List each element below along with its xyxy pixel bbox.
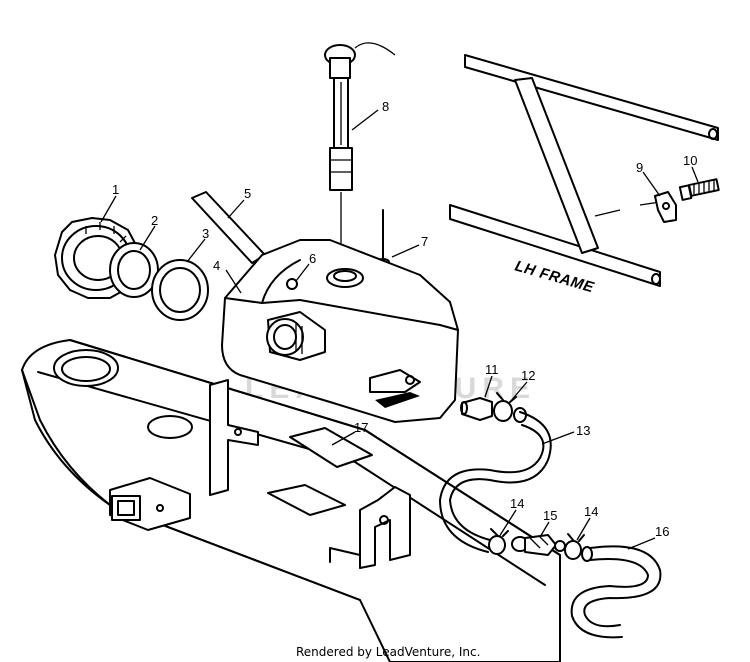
lh-frame-label: LH FRAME [513,258,596,297]
callout-2: 2 [151,213,158,228]
callout-labels: 1 2 3 4 5 6 7 8 9 10 11 12 13 14 14 15 1… [112,99,697,539]
callout-3: 3 [202,226,209,241]
callout-8: 8 [382,99,389,114]
fuel-hose-part-13 [439,411,552,553]
fuel-hose-part-16 [570,545,662,639]
fitting-part-11 [460,397,493,421]
callout-11: 11 [485,362,499,377]
footer-credit: Rendered by LeadVenture, Inc. [296,645,480,659]
fuel-gauge-part-8 [324,42,396,265]
frame-rail [21,339,561,662]
lh-frame: LH FRAME [449,54,719,297]
callout-13: 13 [576,423,590,438]
callout-14b: 14 [584,504,598,519]
fuel-tank-part-4 [221,239,459,423]
hose-clamp-part-14b [564,533,585,560]
callout-17: 17 [354,420,368,435]
fuel-filter-part-15 [511,534,566,556]
leader-lines [100,109,699,550]
hose-clamp-part-12 [493,392,527,423]
callout-14a: 14 [510,496,524,511]
callout-12: 12 [521,368,535,383]
bolt-part-10 [678,178,720,201]
callout-10: 10 [683,153,697,168]
callout-9: 9 [636,160,643,175]
filler-neck-part-2 [109,242,159,298]
callout-1: 1 [112,182,119,197]
callout-6: 6 [309,251,316,266]
gasket-part-3 [151,259,209,321]
callout-4: 4 [213,258,220,273]
pad-part-17 [289,427,373,468]
callout-15: 15 [543,508,557,523]
callout-16: 16 [655,524,669,539]
callout-5: 5 [244,186,251,201]
clamp-part-9 [654,191,677,223]
callout-7: 7 [421,234,428,249]
hose-clamp-part-14a [488,528,509,555]
